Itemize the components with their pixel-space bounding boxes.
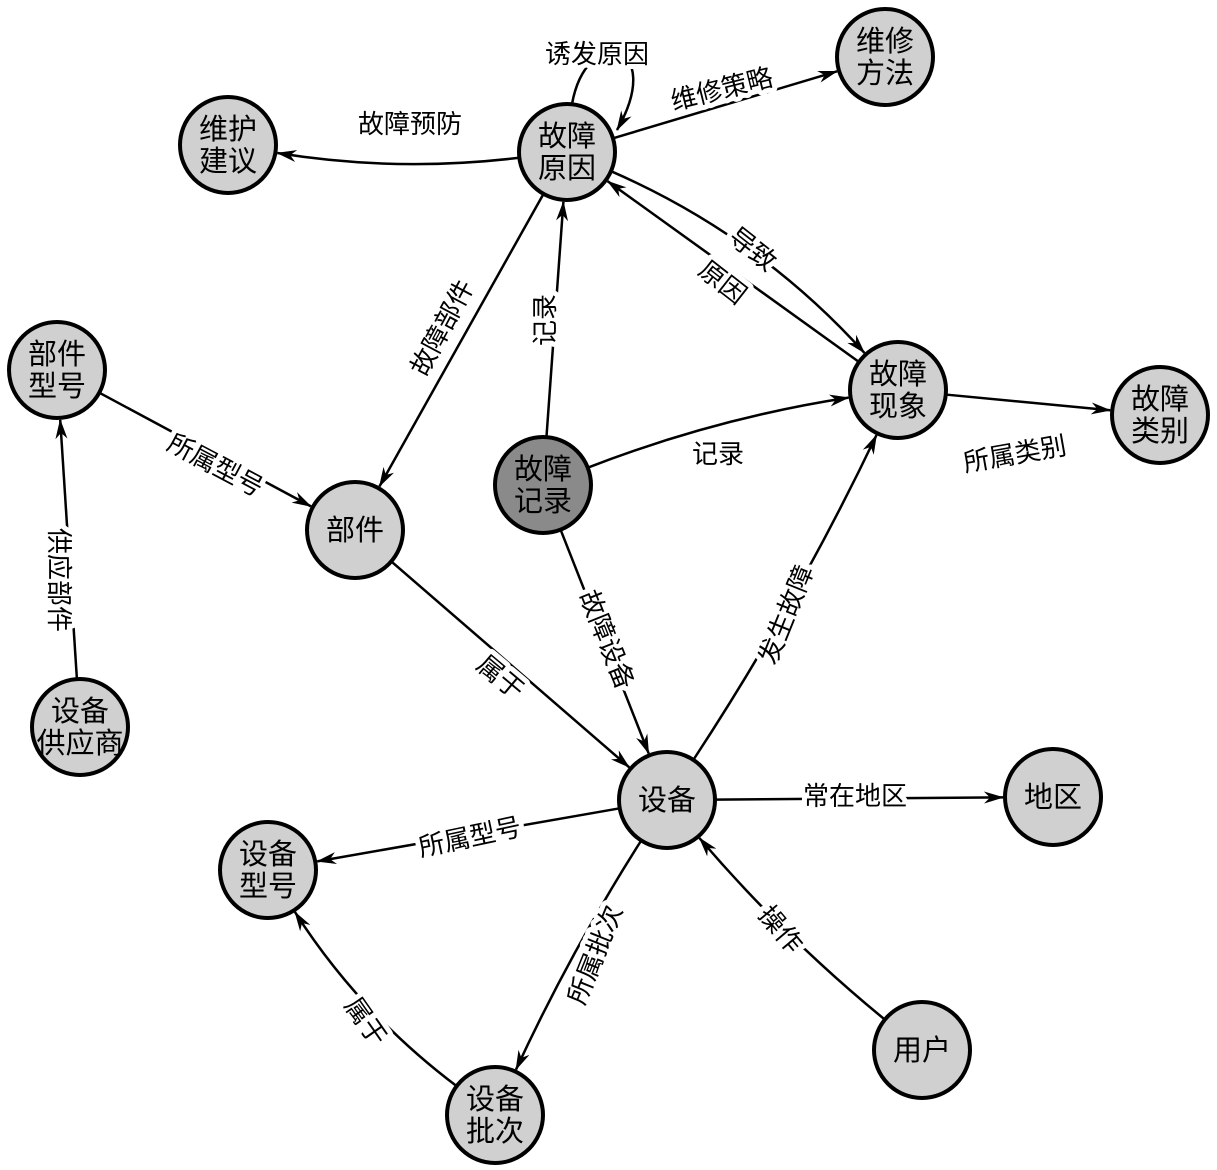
node-label: 部件 bbox=[28, 337, 86, 371]
edge-label: 故障设备 bbox=[573, 586, 640, 694]
node-circle bbox=[872, 1000, 972, 1100]
node-part[interactable]: 部件 bbox=[305, 480, 405, 580]
edge-label: 记录 bbox=[692, 440, 744, 470]
node-label: 方法 bbox=[856, 56, 914, 90]
node-circle bbox=[517, 102, 617, 202]
node-label: 型号 bbox=[239, 869, 297, 903]
edge-supplier-partmodel bbox=[55, 418, 79, 680]
node-label: 故障 bbox=[1131, 382, 1189, 416]
node-circle bbox=[30, 677, 130, 777]
node-label: 设备 bbox=[51, 694, 109, 728]
node-label: 设备 bbox=[638, 783, 696, 817]
node-user[interactable]: 用户 bbox=[872, 1000, 972, 1100]
node-label: 设备 bbox=[239, 837, 297, 871]
edge-cause-method bbox=[612, 70, 839, 140]
edge-label: 常在地区 bbox=[803, 782, 907, 812]
node-label: 维护 bbox=[199, 112, 257, 146]
node-label: 型号 bbox=[28, 369, 86, 403]
node-label: 记录 bbox=[514, 484, 572, 518]
node-label: 维修 bbox=[856, 24, 914, 58]
edge-cause-cause bbox=[570, 50, 635, 131]
edge-device-region bbox=[714, 791, 1004, 804]
edge-partmodel-part bbox=[98, 391, 312, 508]
node-circle bbox=[617, 750, 717, 850]
edge-cause-phenom bbox=[610, 170, 866, 354]
edge-label: 属于 bbox=[338, 992, 392, 1052]
node-label: 类别 bbox=[1131, 414, 1189, 448]
node-circle bbox=[1110, 365, 1210, 465]
edge-label: 供应部件 bbox=[43, 528, 73, 632]
node-label: 地区 bbox=[1024, 780, 1082, 814]
edge-label: 诱发原因 bbox=[545, 40, 649, 70]
edge-phenom-cause bbox=[606, 180, 860, 363]
node-label: 部件 bbox=[326, 513, 384, 547]
node-circle bbox=[835, 7, 935, 107]
node-circle bbox=[445, 1065, 545, 1165]
node-device[interactable]: 设备 bbox=[617, 750, 717, 850]
node-label: 故障 bbox=[514, 452, 572, 486]
edge-device-phenom bbox=[692, 434, 878, 761]
edge-record-phenom bbox=[587, 394, 850, 469]
node-label: 故障 bbox=[538, 119, 596, 153]
edge-record-device bbox=[559, 529, 650, 755]
edge-label: 所属型号 bbox=[416, 813, 524, 864]
node-label: 故障 bbox=[869, 357, 927, 391]
node-label: 供应商 bbox=[36, 726, 123, 760]
edge-label: 属于 bbox=[470, 650, 529, 706]
node-label: 用户 bbox=[893, 1033, 951, 1067]
node-label: 现象 bbox=[869, 389, 927, 423]
edge-device-devmodel bbox=[316, 807, 620, 864]
edge-cause-advice bbox=[276, 150, 520, 166]
edge-label: 故障预防 bbox=[358, 110, 462, 140]
node-circle bbox=[7, 320, 107, 420]
node-circle bbox=[848, 340, 948, 440]
edge-cause-part bbox=[378, 193, 545, 488]
node-label: 建议 bbox=[199, 144, 257, 178]
edge-record-cause bbox=[545, 200, 569, 438]
edge-label: 操作 bbox=[752, 900, 808, 959]
edge-label: 记录 bbox=[531, 294, 561, 346]
edge-part-device bbox=[390, 560, 631, 769]
node-label: 批次 bbox=[466, 1114, 524, 1148]
node-circle bbox=[218, 820, 318, 920]
edge-batch-devmodel bbox=[293, 911, 458, 1088]
node-region[interactable]: 地区 bbox=[1003, 747, 1103, 847]
edge-device-batch bbox=[514, 839, 643, 1071]
edge-phenom-category bbox=[945, 393, 1112, 415]
node-label: 原因 bbox=[538, 151, 596, 185]
node-circle bbox=[178, 95, 278, 195]
edge-label: 发生故障 bbox=[754, 561, 821, 669]
node-label: 设备 bbox=[466, 1082, 524, 1116]
edge-label: 所属类别 bbox=[961, 431, 1069, 479]
edge-user-device bbox=[698, 837, 886, 1021]
node-circle bbox=[1003, 747, 1103, 847]
edge-label: 维修策略 bbox=[668, 63, 776, 117]
edge-label: 原因 bbox=[692, 255, 751, 311]
edge-label: 所属型号 bbox=[162, 428, 268, 503]
node-circle bbox=[305, 480, 405, 580]
node-circle bbox=[493, 435, 593, 535]
